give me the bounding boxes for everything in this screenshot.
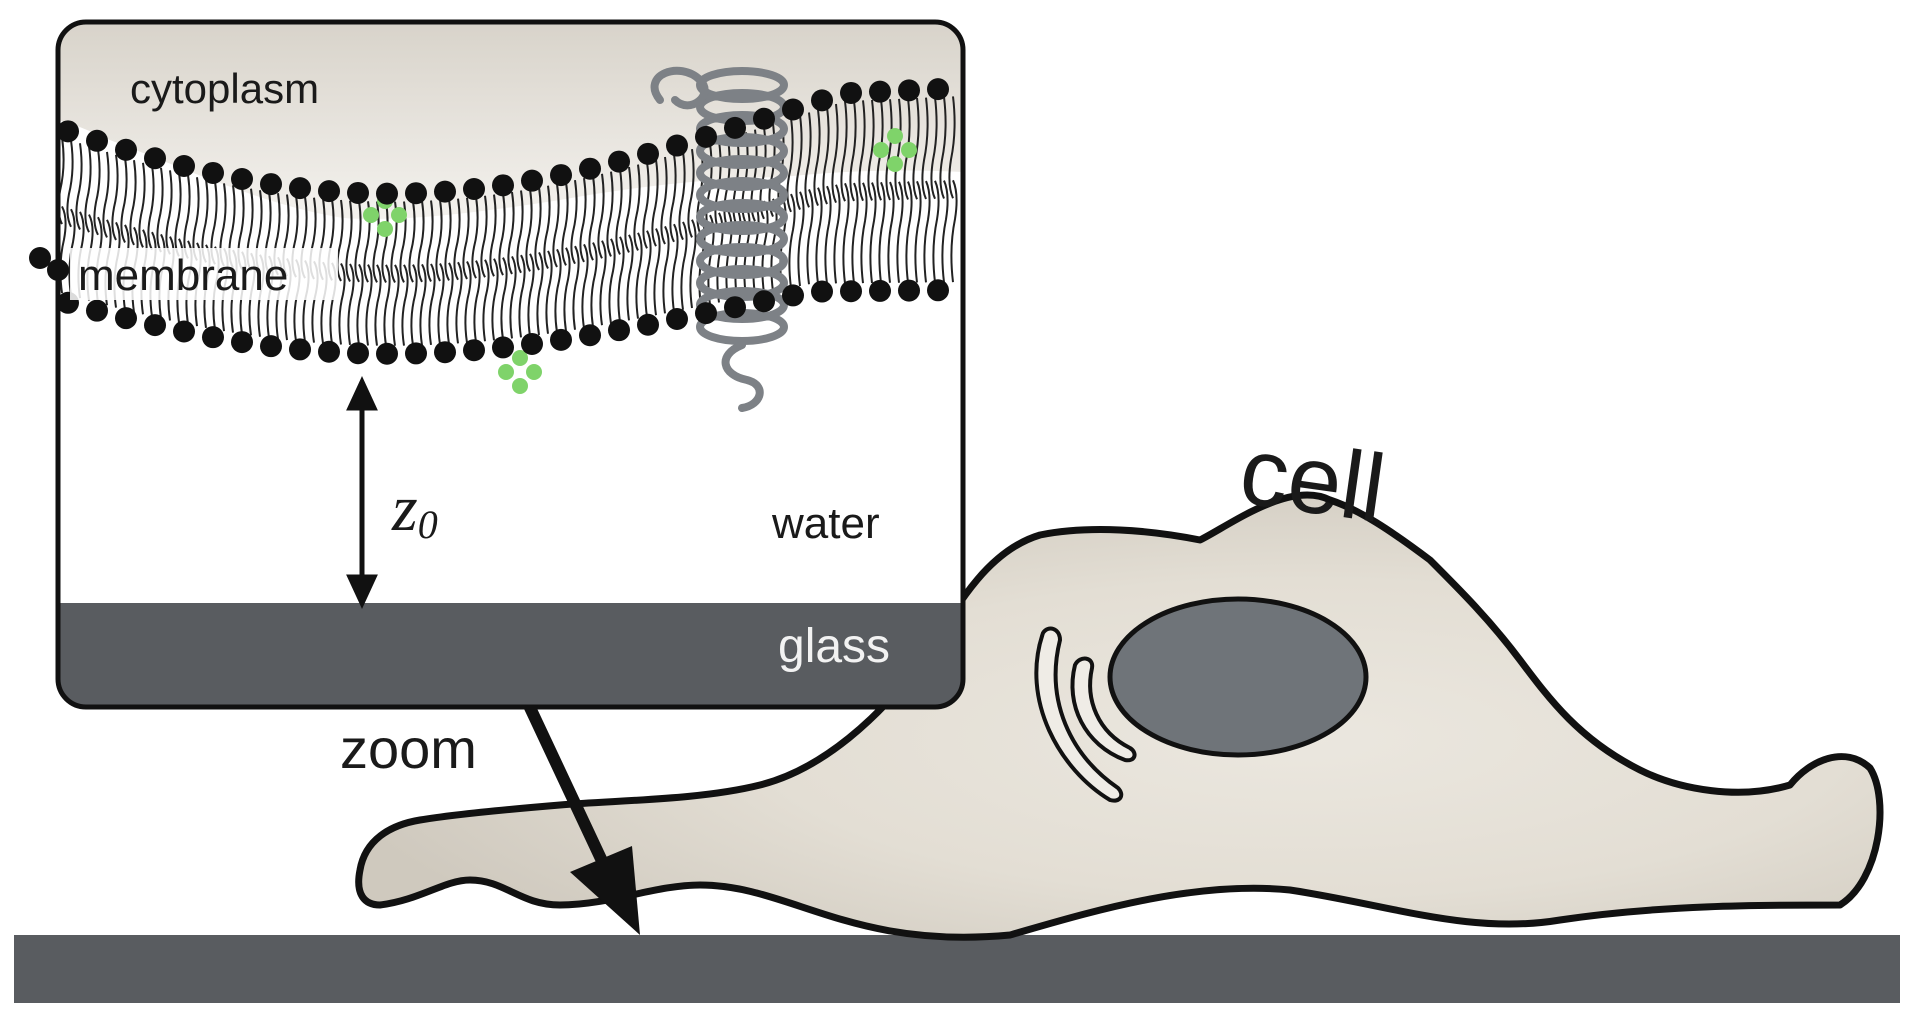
z0-label: z0 bbox=[391, 472, 438, 547]
water-label: water bbox=[771, 499, 880, 548]
alpha-helix-protein-icon bbox=[650, 66, 789, 412]
glass-substrate bbox=[14, 935, 1900, 1003]
cytoplasm-label: cytoplasm bbox=[130, 65, 319, 112]
zoom-label: zoom bbox=[340, 717, 477, 780]
z0-symbol: z bbox=[391, 472, 418, 545]
cell-label: cell bbox=[1234, 417, 1392, 543]
fluorophore-marker-icon bbox=[498, 350, 542, 394]
z0-subscript: 0 bbox=[418, 502, 438, 547]
glass-label: glass bbox=[778, 620, 890, 673]
zoom-arrow-icon bbox=[512, 676, 640, 935]
organelle-arc-2 bbox=[1070, 656, 1137, 763]
membrane-label: membrane bbox=[78, 251, 288, 300]
nucleus bbox=[1107, 596, 1369, 758]
cell-body bbox=[355, 491, 1884, 941]
zoom-inset bbox=[29, 19, 966, 710]
organelle-arc-1 bbox=[1034, 626, 1124, 803]
fluorophore-marker-icon bbox=[873, 128, 917, 172]
distance-double-arrow-icon bbox=[346, 376, 378, 609]
inset-glass bbox=[58, 603, 963, 707]
lipid-heads bbox=[29, 78, 949, 365]
